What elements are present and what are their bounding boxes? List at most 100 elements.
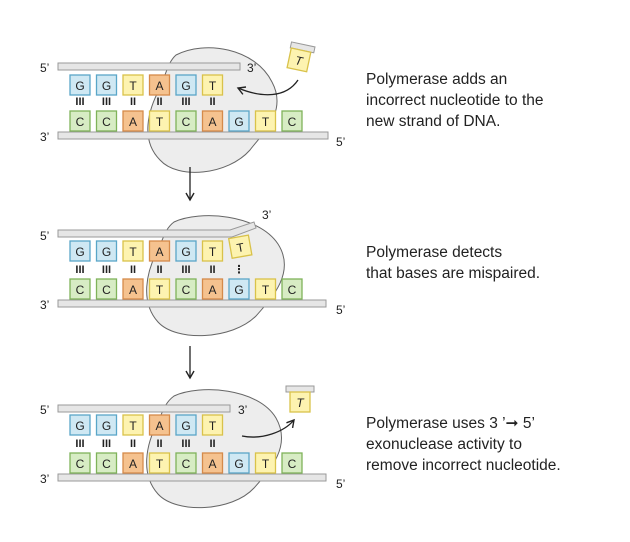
base-tile [148, 278, 171, 300]
top-base: A [148, 240, 171, 262]
top-base: A [148, 414, 171, 436]
bottom-base: G [228, 452, 250, 474]
base-letter: T [156, 115, 164, 129]
base-tile [175, 452, 197, 474]
bottom-base: T [148, 452, 171, 474]
top-base: A [148, 74, 171, 96]
mispaired-base: T [227, 234, 253, 260]
base-tile [201, 278, 224, 300]
top-base: T [122, 74, 144, 96]
base-tile [281, 452, 303, 474]
top-base: G [175, 240, 197, 262]
base-letter: A [129, 115, 137, 129]
bottom-base: G [228, 278, 250, 300]
base-letter: G [234, 283, 243, 297]
base-tile [175, 74, 197, 96]
base-tile [95, 278, 118, 300]
bottom-base: A [201, 110, 224, 132]
top-strand-right-end: 3’ [238, 403, 247, 417]
base-letter: C [288, 115, 297, 129]
base-tile [122, 452, 144, 474]
base-tile [201, 452, 224, 474]
hydrogen-bond: III [75, 264, 84, 276]
base-tile [95, 110, 118, 132]
bottom-base: T [254, 110, 277, 132]
hydrogen-bond: III [181, 264, 190, 276]
base-letter: G [75, 245, 84, 259]
addition-arrow [236, 79, 299, 96]
base-letter: T [156, 283, 164, 297]
bottom-base: A [122, 452, 144, 474]
caption-line: exonuclease activity to [366, 436, 522, 453]
bottom-base: C [69, 278, 91, 300]
base-letter: C [102, 283, 111, 297]
base-tile [201, 240, 224, 262]
top-strand-left-end: 5’ [40, 61, 49, 75]
top-backbone [57, 221, 257, 238]
base-letter: C [288, 283, 297, 297]
top-base: G [69, 240, 91, 262]
base-letter: G [234, 115, 243, 129]
base-letter: G [181, 245, 190, 259]
bottom-strand-left-end: 3’ [40, 298, 49, 312]
base-tile [175, 278, 197, 300]
hydrogen-bond: III [102, 264, 111, 276]
base-tile [148, 240, 171, 262]
bottom-base: C [95, 110, 118, 132]
base-letter: A [208, 457, 216, 471]
top-strand-left-end: 5’ [40, 403, 49, 417]
top-base: T [201, 74, 224, 96]
top-base: G [95, 414, 118, 436]
base-tile [228, 110, 250, 132]
hydrogen-bond: II [130, 438, 136, 450]
base-tile [69, 414, 91, 436]
base-tile [69, 110, 91, 132]
hydrogen-bond: II [130, 264, 136, 276]
free-nucleotide: T [286, 41, 316, 73]
base-tile [122, 240, 144, 262]
top-base: G [95, 74, 118, 96]
hydrogen-bond: ⋮ [234, 264, 245, 276]
hydrogen-bond: III [181, 438, 190, 450]
caption-line: Polymerase adds an [366, 71, 508, 88]
bottom-strand-right-end: 5’ [336, 303, 345, 317]
bottom-backbone [57, 473, 327, 482]
base-tile [148, 414, 171, 436]
base-letter: C [182, 115, 191, 129]
top-base: G [175, 414, 197, 436]
hydrogen-bond: III [102, 438, 111, 450]
base-tile [95, 74, 118, 96]
base-tile [69, 452, 91, 474]
bottom-base: C [95, 278, 118, 300]
caption-detect: Polymerase detects that bases are mispai… [366, 242, 540, 284]
top-base: T [227, 234, 253, 260]
base-letter: C [76, 283, 85, 297]
base-letter: C [76, 115, 85, 129]
hydrogen-bond: II [156, 264, 162, 276]
bottom-base: T [254, 452, 277, 474]
hydrogen-bond: II [156, 438, 162, 450]
base-tile [122, 278, 144, 300]
caption-line: Polymerase uses 3 ’➞ 5’ [366, 415, 535, 432]
base-letter: G [181, 79, 190, 93]
caption-add: Polymerase adds an incorrect nucleotide … [366, 69, 544, 132]
base-tile [281, 110, 303, 132]
hydrogen-bond: II [209, 438, 215, 450]
base-letter: T [209, 419, 217, 433]
base-tile [254, 452, 277, 474]
free-nucleotide: T [285, 385, 315, 413]
base-letter: A [208, 283, 216, 297]
bottom-base: C [281, 452, 303, 474]
base-letter: A [155, 79, 163, 93]
base-tile [148, 110, 171, 132]
bottom-base: A [201, 452, 224, 474]
